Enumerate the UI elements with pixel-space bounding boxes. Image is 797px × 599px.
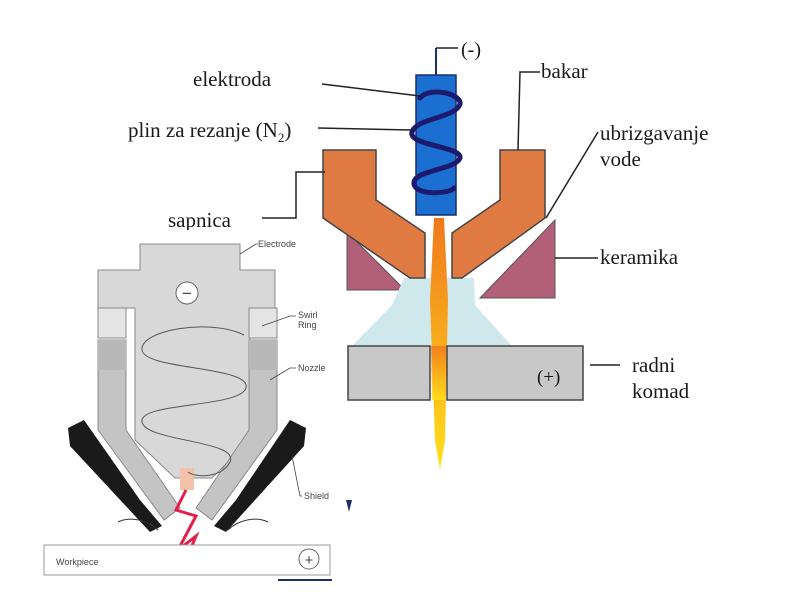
electrode-label: elektroda bbox=[193, 67, 272, 91]
shield-left bbox=[68, 420, 162, 532]
copper-nozzle-right bbox=[451, 149, 546, 279]
top-leader-lines bbox=[262, 47, 620, 366]
electrode-tip bbox=[180, 468, 194, 490]
workpiece-plus-label: (+) bbox=[537, 367, 560, 388]
swirl-gas-path bbox=[141, 326, 247, 477]
electrode-minus-label: (-) bbox=[461, 39, 481, 61]
plus-sign: + bbox=[305, 552, 314, 569]
swirl-ring-right bbox=[248, 307, 278, 339]
minus-circle bbox=[175, 281, 199, 305]
minus-sign: − bbox=[182, 284, 192, 303]
arc-zigzag bbox=[173, 489, 200, 561]
workpiece-block-left bbox=[347, 345, 431, 401]
ceramic-label: keramika bbox=[600, 245, 679, 269]
bottom-electrode-label: Electrode bbox=[258, 239, 296, 249]
cutting-gas-label: plin za rezanje (N2) bbox=[128, 118, 291, 145]
nozzle-label: sapnica bbox=[168, 208, 232, 232]
workpiece-block-right bbox=[446, 345, 584, 401]
plus-circle bbox=[298, 548, 320, 570]
copper-label: bakar bbox=[541, 59, 588, 83]
bottom-workpiece bbox=[43, 544, 331, 576]
bottom-nozzle-label: Nozzle bbox=[298, 363, 326, 373]
bottom-workpiece-label: Workpiece bbox=[56, 557, 98, 567]
copper-nozzle-left bbox=[322, 149, 426, 279]
bottom-shield-label: Shield bbox=[304, 491, 329, 501]
swirl-ring-left bbox=[97, 307, 127, 339]
ceramic-left bbox=[346, 230, 407, 291]
top-torch-diagram: (+) (-) elektroda plin za rezanje (N2) s… bbox=[128, 39, 708, 470]
arc-through-workpiece bbox=[431, 346, 446, 400]
plasma-arc bbox=[430, 218, 448, 470]
ceramic-right bbox=[478, 218, 556, 299]
shield-right bbox=[214, 420, 306, 532]
gas-coil bbox=[409, 89, 463, 196]
